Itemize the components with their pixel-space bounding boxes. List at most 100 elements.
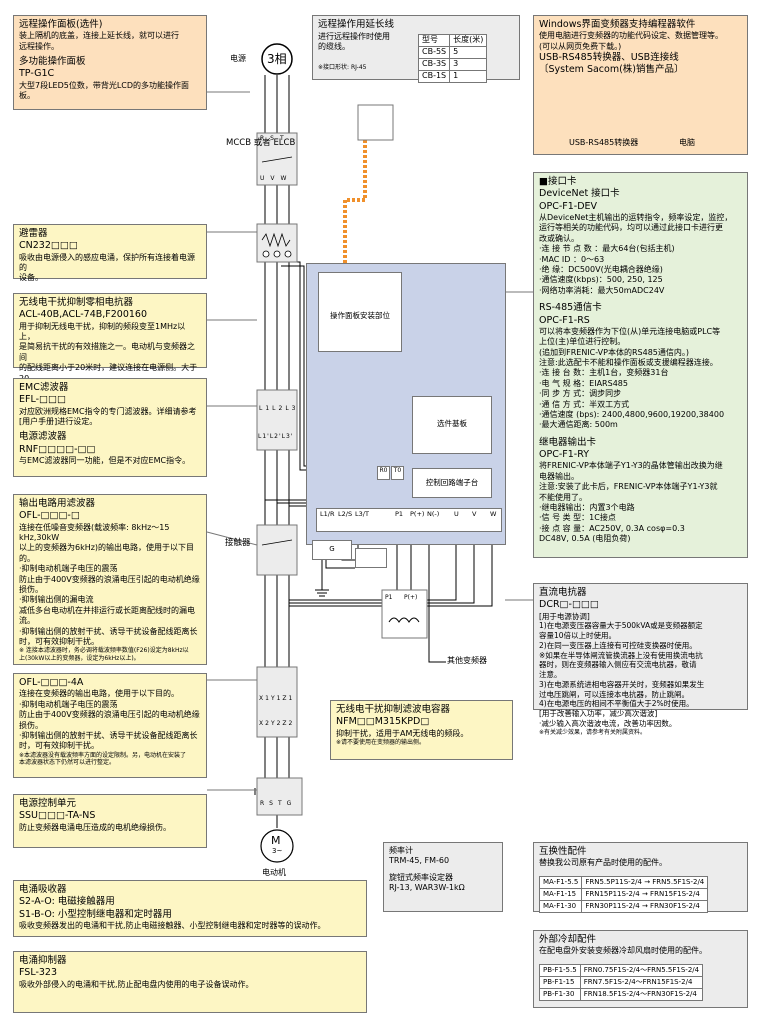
nfm-title: 无线电干扰抑制滤波电容器 [336,704,451,715]
ssu-model: SSU□□□-TA-NS [19,810,96,822]
panel-mount-area: 操作面板安装部位 [318,272,402,352]
cooling-model: PB-F1-5.5 [539,963,581,977]
control-terminal-block: 控制回路端子台 [412,468,492,498]
meter-model: TRM-45, FM-60 [389,856,450,866]
ssu-title: 电源控制单元 [19,798,77,809]
ofl-term-y2: Y2 [270,720,283,727]
emc-term-l1: L1 [259,405,273,412]
ofl-desc: 连接在低噪音变频器(载波频率: 8kHz～15 kHz,30kW 以上的变频器为… [19,522,200,646]
ext-cable-header-length: 长度(米) [449,34,488,47]
ofl-term-x1: X1 [259,695,271,702]
term-l1r: L1/R [320,510,335,518]
rs485-title: RS-485通信卡 [539,302,602,314]
mccb-term-u: U [260,175,271,182]
mccb-terms-uvw: UVW [260,175,292,183]
ofl-term-x2: X2 [259,720,271,727]
surge-absorber-title: 电涌吸收器 [19,884,67,895]
ofl-term-z1: Z1 [282,695,295,702]
cooling-range: FRN0.75F1S-2/4～FRN5.5F1S-2/4 [579,963,704,977]
remote-panel-desc: 装上隔机的底盖，连接上延长线，就可以进行 远程操作。 [19,31,179,51]
power-label: 电源 [230,54,246,63]
emc-term-l3: L3 [285,405,299,412]
remote-panel-title: 远程操作面板(选件) [19,19,103,30]
zero-phase-title: 无线电干扰抑制零相电抗器 [19,297,134,308]
knob-title: 旋钮式频率设定器 [389,872,453,882]
ext-cable-length: 3 [449,58,488,71]
ctrl-term-t0: T0 [391,466,404,480]
term-w: W [490,510,497,518]
ssu-terms: RSTG [260,800,296,808]
nfm-capacitor-box [355,548,387,568]
motor-phase: 3~ [272,847,283,855]
motor-label: 电动机 [262,868,286,877]
relay-model: OPC-F1-RY [539,449,590,461]
emc-terms-out: L1'L2'L3' [258,433,293,441]
compat-desc: 替换我公司原有产品时使用的配件。 [539,858,667,868]
nfm-model: NFM□□M315KPD□ [336,716,430,728]
cooling-desc: 在配电盘外安装变频器冷却风扇时使用的配件。 [539,946,707,956]
meter-title: 频率计 [389,846,413,855]
windows-sw-title: Windows界面变频器支持编程器软件 [539,19,696,30]
ext-cable-model: CB-1S [417,70,451,83]
dcr-note: ※有关减少效果，请参考有关附属资料。 [539,728,647,736]
ofl-model: OFL-□□□-□ [19,510,80,522]
rs485-model: OPC-F1-RS [539,314,590,326]
ofl-terms-in: X1Y1Z1 [259,695,294,703]
relay-desc: 将FRENIC-VP本体端子Y1-Y3的晶体管输出改换为继 电器输出。 注意:安… [539,461,723,502]
ext-cable-model: CB-5S [417,46,451,59]
nfm-box: 无线电干扰抑制滤波电容器 NFM□□M315KPD□ 抑制干扰，适用于AM无线电… [330,700,513,760]
mccb-term-s: S [270,135,280,142]
term-v: V [472,510,477,518]
option-board-label: 选件基板 [437,419,467,428]
surge-suppressor-model: FSL-323 [19,967,58,979]
emc-box: EMC滤波器 EFL-□□□ 对应欧洲规格EMC指令的专门滤波器。详细请参考 [… [13,378,207,477]
arrester-model: CN232□□□ [19,240,78,252]
windows-sw-desc: 使用电脑进行变频器的功能代码设定、数据管理等。 (可以从网页免费下载。) [539,31,723,51]
ofl4a-model: OFL-□□□-4A [19,677,84,688]
mccb-term-r: R [260,135,271,142]
devicenet-title: DeviceNet 接口卡 [539,188,620,200]
term-l2s: L2/S [338,510,353,518]
dcr-title: 直流电抗器 [539,587,587,598]
meters-box: 频率计 TRM-45, FM-60 旋钮式频率设定器 RJ-13, WAR3W-… [383,842,503,912]
ofl4a-note: ※本滤波器没有载波频率方面的设定限制。另，电动机在安装了 本滤波器状态下仍然可以… [19,751,187,767]
cooling-range: FRN18.5F1S-2/4～FRN30F1S-2/4 [579,987,704,1001]
knob-model: RJ-13, WAR3W-1kΩ [389,883,465,893]
cooling-title: 外部冷却配件 [539,934,597,945]
dcr-model: DCR□-□□□ [539,599,599,611]
ext-cable-note: ※接口形状: RJ-45 [318,64,367,71]
tp-model: TP-G1C [19,68,55,80]
pc-label: 电脑 [679,138,695,147]
remote-panel-box: 远程操作面板(选件) 装上隔机的底盖，连接上延长线，就可以进行 远程操作。 多功… [13,15,207,110]
surge-suppressor-title: 电涌抑制器 [19,955,67,966]
term-u: U [454,510,459,518]
ext-cable-header-model: 型号 [417,34,451,47]
ssu-term-t: T [277,800,287,807]
emc-model: EFL-□□□ [19,394,66,406]
rnf-title: 电源滤波器 [19,431,67,443]
panel-mount-label: 操作面板安装部位 [330,311,390,320]
surge-absorber-desc: 吸收变频器发出的电涌和干扰,防止电磁接触器、小型控制继电器和定时器等的误动作。 [19,921,326,931]
emc-term-l2: L2 [272,405,286,412]
emc-term-l2p: L2' [269,433,282,440]
emc-desc: 对应欧洲规格EMC指令的专门滤波器。详细请参考 [用户手册]进行设定。 [19,406,197,427]
surge-suppressor-desc: 吸收外部侵入的电涌和干扰,防止配电盘内使用的电子设备误动作。 [19,979,254,989]
ssu-desc: 防止变频器电涌电压造成的电机绝缘损伤。 [19,822,171,832]
mccb-terms-rst: RST [260,135,290,143]
term-n-minus: N(-) [427,510,440,518]
rs485-specs: ·连 接 台 数：主机1台，变频器31台 ·电 气 规 格：EIARS485 ·… [539,368,725,430]
term-l3t: L3/T [355,510,369,518]
nfm-note: ※请不要使用在变频器的输出侧。 [336,739,426,747]
ext-cable-length: 5 [449,46,488,59]
main-terminal-block: L1/R L2/S L3/T P1 P(+) N(-) U V W [316,508,502,532]
devicenet-model: OPC-F1-DEV [539,200,598,212]
emc-term-l3p: L3' [281,433,294,440]
ofl-title: 输出电路用滤波器 [19,498,96,509]
zero-phase-model: ACL-40B,ACL-74B,F200160 [19,309,148,321]
compat-model: MA-F1-5.5 [538,875,583,889]
